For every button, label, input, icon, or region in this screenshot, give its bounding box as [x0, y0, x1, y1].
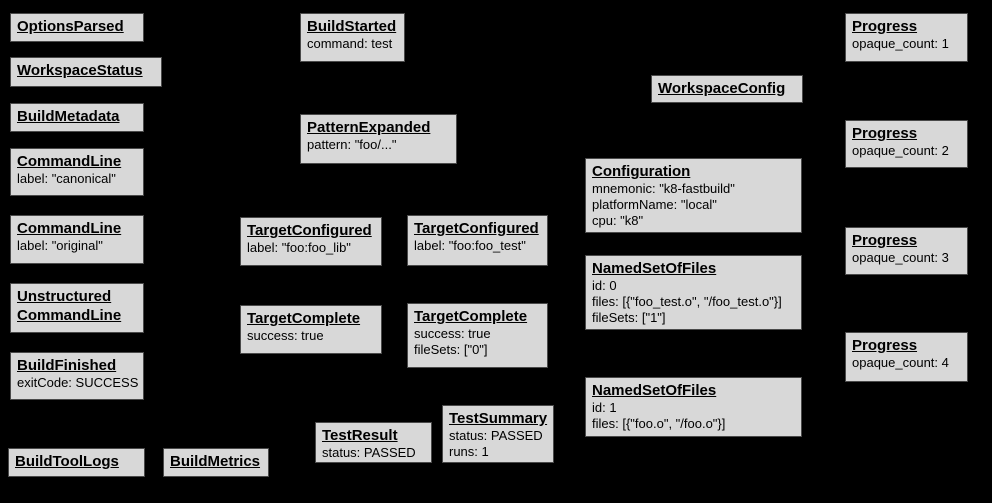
node-title: TargetComplete [414, 308, 528, 325]
node-title: WorkspaceConfig [658, 80, 786, 97]
node-field: files: [{"foo.o", "/foo.o"}] [592, 416, 726, 431]
node-title: BuildToolLogs [15, 453, 119, 470]
node-field: files: [{"foo_test.o", "/foo_test.o"}] [592, 294, 782, 309]
node-title: Progress [852, 18, 918, 35]
node-field: opaque_count: 3 [852, 250, 949, 265]
node-field: id: 1 [592, 400, 617, 415]
node-title: OptionsParsed [17, 18, 124, 35]
node-field: cpu: "k8" [592, 213, 644, 228]
node-build-metrics: BuildMetrics [163, 448, 269, 477]
node-options-parsed: OptionsParsed [10, 13, 144, 42]
node-workspace-config: WorkspaceConfig [651, 75, 803, 103]
node-field: opaque_count: 4 [852, 355, 949, 370]
node-field: fileSets: ["0"] [414, 342, 488, 357]
node-title: WorkspaceStatus [17, 62, 143, 79]
node-title: BuildMetadata [17, 108, 120, 125]
node-field: command: test [307, 36, 393, 51]
node-title: BuildStarted [307, 18, 397, 35]
node-field: status: PASSED [449, 428, 543, 443]
node-title: TestSummary [449, 410, 548, 427]
node-field: opaque_count: 2 [852, 143, 949, 158]
node-title: Progress [852, 125, 918, 142]
node-field: runs: 1 [449, 444, 489, 459]
node-title: Progress [852, 232, 918, 249]
node-title: TargetConfigured [414, 220, 539, 237]
node-title: Configuration [592, 163, 691, 180]
node-title: PatternExpanded [307, 119, 431, 136]
node-title: TargetComplete [247, 310, 361, 327]
node-title: Unstructured [17, 288, 112, 305]
node-field: mnemonic: "k8-fastbuild" [592, 181, 735, 196]
node-workspace-status: WorkspaceStatus [10, 57, 162, 87]
node-title: Progress [852, 337, 918, 354]
node-title: CommandLine [17, 153, 122, 170]
node-title: BuildFinished [17, 357, 117, 374]
node-field: opaque_count: 1 [852, 36, 949, 51]
node-field: status: PASSED [322, 445, 416, 460]
node-field: success: true [414, 326, 491, 341]
node-build-tool-logs: BuildToolLogs [8, 448, 145, 477]
node-field: platformName: "local" [592, 197, 717, 212]
node-field: pattern: "foo/..." [307, 137, 397, 152]
node-field: success: true [247, 328, 324, 343]
node-title: TestResult [322, 427, 398, 444]
node-title: TargetConfigured [247, 222, 372, 239]
node-field: label: "original" [17, 238, 103, 253]
node-field: exitCode: SUCCESS [17, 375, 139, 390]
node-build-metadata: BuildMetadata [10, 103, 144, 132]
node-field: label: "canonical" [17, 171, 116, 186]
node-title: NamedSetOfFiles [592, 260, 717, 277]
node-field: label: "foo:foo_lib" [247, 240, 351, 255]
node-field: label: "foo:foo_test" [414, 238, 526, 253]
node-title: CommandLine [17, 220, 122, 237]
node-title: BuildMetrics [170, 453, 261, 470]
node-field: id: 0 [592, 278, 617, 293]
node-title: CommandLine [17, 307, 122, 324]
node-field: fileSets: ["1"] [592, 310, 666, 325]
node-title: NamedSetOfFiles [592, 382, 717, 399]
